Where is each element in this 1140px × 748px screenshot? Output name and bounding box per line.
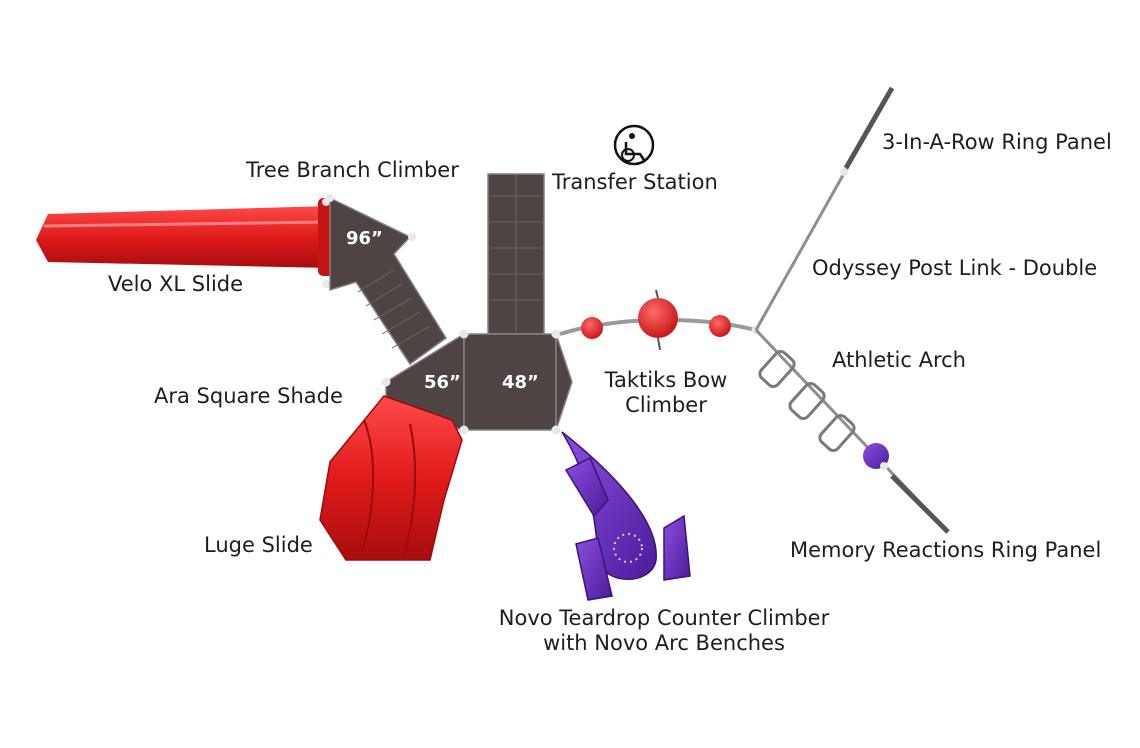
label-taktiks-line2: Climber bbox=[625, 393, 707, 417]
label-taktiks-line1: Taktiks Bow bbox=[604, 368, 728, 392]
deck-height-96: 96” bbox=[346, 228, 383, 249]
label-novo-line2: with Novo Arc Benches bbox=[543, 631, 785, 655]
wheelchair-transfer-icon bbox=[613, 124, 655, 166]
label-velo-xl-slide: Velo XL Slide bbox=[108, 272, 244, 296]
label-odyssey-post-link: Odyssey Post Link - Double bbox=[812, 256, 1098, 280]
novo-arc-benches bbox=[564, 456, 691, 601]
taktiks-bow-climber bbox=[559, 289, 761, 351]
label-luge-slide: Luge Slide bbox=[204, 533, 313, 557]
three-in-a-row-ring-panel bbox=[843, 86, 895, 170]
label-novo-line1: Novo Teardrop Counter Climber bbox=[498, 606, 830, 630]
label-novo-teardrop: Novo Teardrop Counter Climber with Novo … bbox=[474, 606, 854, 656]
label-transfer-station: Transfer Station bbox=[552, 170, 718, 194]
label-ara-square-shade: Ara Square Shade bbox=[154, 384, 343, 408]
transfer-station bbox=[487, 173, 545, 335]
tree-branch-climber bbox=[326, 194, 448, 366]
novo-teardrop-counter-climber bbox=[561, 431, 657, 580]
luge-slide bbox=[319, 395, 463, 561]
deck-height-48: 48” bbox=[502, 372, 539, 393]
memory-reactions-ring-panel bbox=[863, 443, 950, 534]
athletic-arch bbox=[758, 349, 856, 453]
label-3-in-a-row-ring-panel: 3-In-A-Row Ring Panel bbox=[882, 130, 1112, 154]
deck-height-56: 56” bbox=[424, 372, 461, 393]
deck-48 bbox=[381, 329, 573, 435]
label-taktiks-bow-climber: Taktiks Bow Climber bbox=[596, 368, 736, 418]
label-memory-reactions-ring-panel: Memory Reactions Ring Panel bbox=[790, 538, 1102, 562]
label-tree-branch-climber: Tree Branch Climber bbox=[246, 158, 459, 182]
label-athletic-arch: Athletic Arch bbox=[832, 348, 966, 372]
